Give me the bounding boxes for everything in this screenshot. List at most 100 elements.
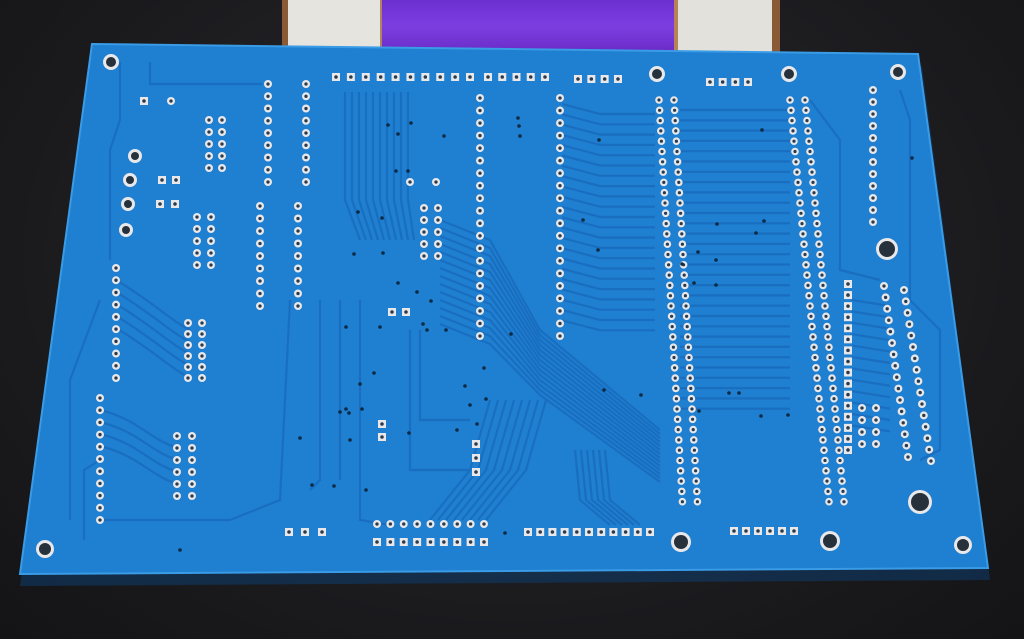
pad-drill [822,294,826,298]
trace [597,449,635,526]
trace [385,92,398,241]
pad-drill [679,211,683,215]
trace [561,102,655,116]
mounting-hole-center [823,534,837,548]
pad-drill [694,479,698,483]
pad-drill [514,75,519,79]
pad-drill [636,530,640,534]
trace [115,315,191,367]
pad-drill [794,160,798,164]
pad-drill [482,522,486,526]
pad-drill [871,220,875,224]
trace [461,399,524,521]
pad-drill [186,365,190,369]
trace [439,226,661,435]
pad-drill [659,139,663,143]
pad-drill [846,304,850,308]
pad-drill [258,266,262,271]
trace [561,144,655,157]
trace [603,449,641,526]
via [421,322,425,326]
pad-drill [806,283,810,287]
via [372,371,376,375]
pad-drill [304,168,308,172]
pad-drill [874,430,878,434]
via [444,328,448,332]
pad-drill [220,166,224,170]
via [396,281,400,285]
pad-drill [296,241,300,246]
pad-drill [791,129,795,133]
via [697,409,701,413]
pad-drill [827,345,831,349]
pad-drill [380,435,384,439]
pad-drill [756,529,760,533]
pad-drill [810,170,814,174]
pad-drill [174,178,178,182]
pad-drill [349,75,353,79]
trace [439,242,661,443]
pad-drill [874,406,878,410]
pad-drill [896,386,901,391]
pad-drill [665,242,669,246]
pad-drill [682,273,686,277]
pad-drill [883,295,888,300]
via [396,132,400,136]
mounting-hole-center [784,69,794,79]
trace [439,250,661,447]
pad-drill [98,506,102,510]
pad-drill [681,252,685,257]
pad-drill [832,397,836,401]
pad-drill [802,242,806,246]
pad-drill [833,407,837,411]
pad-drill [818,252,822,257]
pad-drill [813,201,817,205]
pad-drill [334,75,338,79]
pad-drill [266,119,270,123]
pad-drill [820,273,824,277]
trace [439,306,661,475]
pad-drill [823,458,827,463]
trace [898,89,942,461]
pad-drill [661,160,665,164]
pad-drill [200,332,204,336]
via [442,134,446,138]
pad-drill [114,376,118,380]
pad-drill [160,178,164,182]
pad-drill [428,540,433,544]
pad-drill [543,75,547,79]
pad-drill [195,239,199,243]
trace [561,195,655,208]
via [332,484,336,488]
pad-drill [576,77,580,81]
pad-drill [829,366,833,370]
pad-drill [686,335,690,339]
via [696,250,700,254]
pad-drill [558,121,562,125]
pad-drill [675,407,679,411]
pad-drill [114,351,118,356]
trace [579,449,617,526]
pad-drill [186,343,190,347]
pad-drill [258,241,262,246]
pcb-traces [68,62,942,540]
pad-drill [826,489,830,493]
pad-drill [916,379,921,383]
pad-drill [675,149,679,154]
trace [408,330,470,472]
pad-drill [907,322,912,326]
via [378,325,382,329]
trace [439,290,661,467]
pad-drill [364,75,368,79]
pad-drill [442,540,446,544]
lcd-flex-connector-right [674,0,780,56]
pad-drill [846,403,850,408]
pad-drill [602,77,607,81]
trace [371,92,386,241]
pad-drill [817,242,821,246]
pad-drill [266,82,270,86]
trace [99,420,179,462]
pad-drill [408,180,412,184]
trace [561,319,655,332]
